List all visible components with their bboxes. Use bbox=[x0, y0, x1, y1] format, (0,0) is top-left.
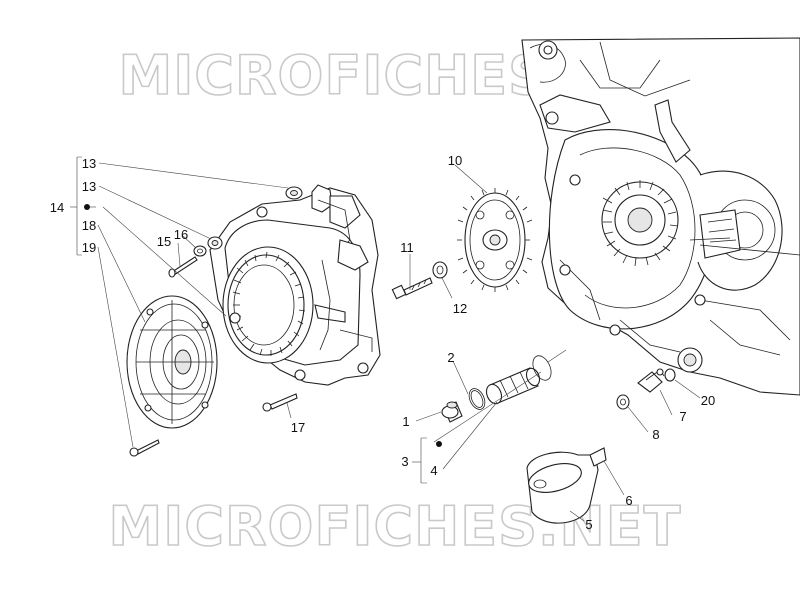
callout-2: 2 bbox=[447, 350, 454, 365]
part-12-washer bbox=[432, 261, 448, 279]
callout-12: 12 bbox=[453, 301, 467, 316]
callout-13-lower: 13 bbox=[82, 179, 96, 194]
callout-17: 17 bbox=[291, 420, 305, 435]
part-16-washer bbox=[193, 245, 207, 257]
callout-8: 8 bbox=[652, 427, 659, 442]
part-4-filter-screen bbox=[485, 367, 541, 405]
callout-11: 11 bbox=[400, 240, 414, 255]
part-8-washer bbox=[616, 394, 630, 410]
part-7-sensor bbox=[637, 368, 665, 393]
part-17-screw bbox=[262, 393, 298, 412]
callout-5: 5 bbox=[585, 517, 592, 532]
callout-labels: 13 13 14 18 19 15 16 17 10 11 12 2 1 3 4… bbox=[50, 153, 715, 532]
callout-1: 1 bbox=[402, 414, 409, 429]
part-2-o-ring bbox=[468, 388, 486, 410]
part-20-washer bbox=[664, 368, 676, 382]
callout-19: 19 bbox=[82, 240, 96, 255]
assembly-dot-3 bbox=[436, 441, 442, 447]
part-13-spacer-lower bbox=[207, 236, 223, 250]
fan-shroud-housing bbox=[209, 184, 381, 386]
part-19-screw bbox=[129, 439, 160, 457]
part-10-sprocket bbox=[457, 188, 533, 292]
part-11-bolt bbox=[391, 277, 433, 300]
callout-4: 4 bbox=[430, 463, 437, 478]
callout-13-upper: 13 bbox=[82, 156, 96, 171]
oil-o-ring-large bbox=[532, 355, 552, 381]
assembly-dot-14 bbox=[84, 204, 90, 210]
part-1-plug bbox=[441, 401, 463, 423]
callout-3: 3 bbox=[401, 454, 408, 469]
leader-lines bbox=[70, 156, 701, 522]
callout-6: 6 bbox=[625, 493, 632, 508]
callout-14: 14 bbox=[50, 200, 64, 215]
callout-16: 16 bbox=[174, 227, 188, 242]
fan-cover bbox=[126, 295, 218, 429]
callout-10: 10 bbox=[448, 153, 462, 168]
part-5-oil-filter-cartridge bbox=[526, 447, 607, 524]
callout-20: 20 bbox=[701, 393, 715, 408]
engine-crankcase bbox=[521, 37, 800, 396]
callout-15: 15 bbox=[157, 234, 171, 249]
watermark-bottom: MICROFICHES.NET bbox=[109, 495, 682, 558]
callout-18: 18 bbox=[82, 218, 96, 233]
callout-7: 7 bbox=[679, 409, 686, 424]
part-15-bolt bbox=[168, 256, 198, 278]
part-13-spacer-upper bbox=[285, 186, 303, 200]
